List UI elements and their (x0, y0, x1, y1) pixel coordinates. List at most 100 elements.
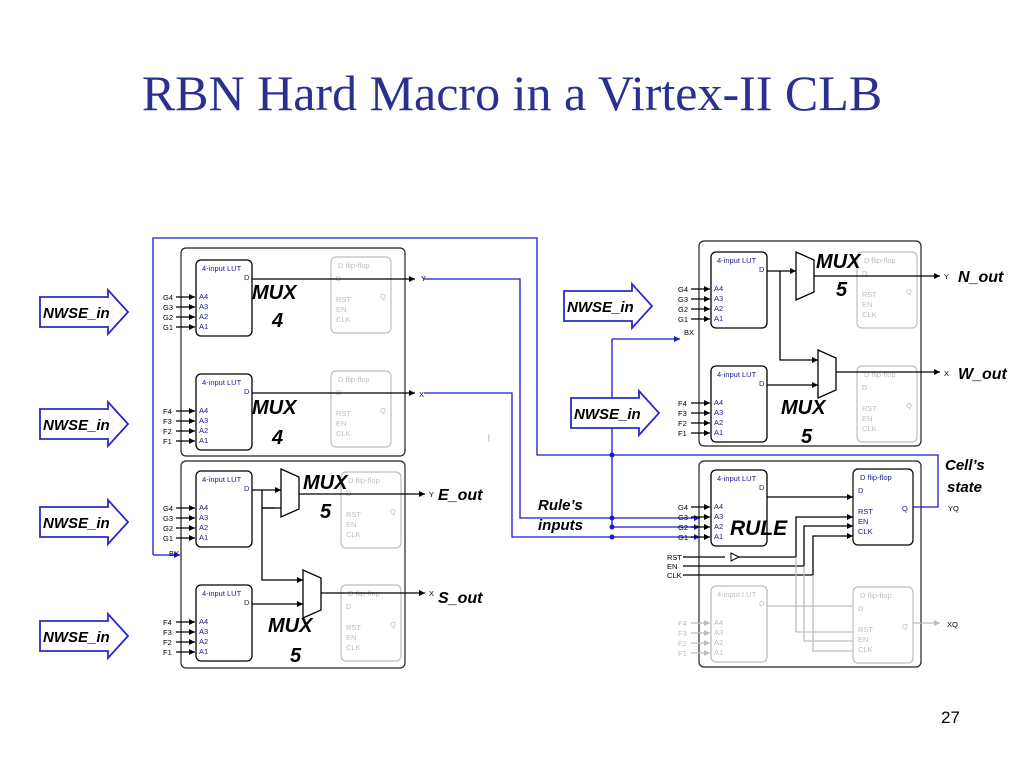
ff-rule-rst-pin: RST (858, 507, 873, 516)
wire-w-in-arrowhead (812, 382, 818, 388)
wire-s-in-arrowhead (297, 601, 303, 607)
lut-lower-g-pin-a1: A1 (199, 533, 208, 542)
rules-inputs-label-1: Rule’s (538, 497, 583, 514)
mux5-n (795, 250, 815, 302)
mux5-e (280, 467, 300, 519)
lut-rule-input-label-g3: G3 (678, 513, 688, 522)
lut-upper-f-input-arrowhead-f3 (189, 418, 195, 424)
lut-right-g-pin-a4: A4 (714, 284, 723, 293)
rule-label: RULE (730, 517, 788, 540)
lut-right-f-input-arrowhead-f2 (704, 420, 710, 426)
lut-right-g-title: 4-input LUT (717, 256, 757, 265)
ff-right-faded-q-pin: Q (902, 622, 908, 631)
mux5-e-label: MUX (303, 472, 349, 494)
lut-rule-pin-a4: A4 (714, 502, 723, 511)
lut-upper-f-input-arrowhead-f2 (189, 428, 195, 434)
lut-right-faded-d-pin: D (759, 599, 765, 608)
lut-right-g-pin-a1: A1 (714, 314, 723, 323)
label-w-x: X (944, 369, 949, 378)
ff-lower-2-clk-pin: CLK (346, 643, 361, 652)
lut-rule-input-label-g4: G4 (678, 503, 688, 512)
lut-rule-d-pin: D (759, 483, 765, 492)
blue-cell-state-loop (612, 454, 939, 508)
lut-upper-f-pin-a4: A4 (199, 406, 208, 415)
ff-right-2-d-pin: D (862, 383, 868, 392)
ff-upper-2-en-pin: EN (336, 419, 346, 428)
ff-right-faded-rst-pin: RST (858, 625, 873, 634)
ff-right-faded-title: D flip-flop (860, 591, 892, 600)
ff-right-faded-clk-pin: CLK (858, 645, 873, 654)
page-number: 27 (941, 708, 960, 727)
blue-bx-right-arrowhead (674, 336, 680, 342)
lut-right-faded-input-arrowhead-f4 (704, 620, 710, 626)
lut-right-f-input-arrowhead-f3 (704, 410, 710, 416)
ff-lower-1-q-pin: Q (390, 507, 396, 516)
lut-right-faded-box (710, 585, 768, 663)
arrowhead-ff-clk (847, 533, 853, 539)
lut-upper-g-pin-a4: A4 (199, 292, 208, 301)
lut-lower-g-input-label-g1: G1 (163, 534, 173, 543)
ff-right-2-clk-pin: CLK (862, 424, 877, 433)
mux5-s-num: 5 (290, 645, 302, 667)
lut-lower-f-pin-a3: A3 (199, 627, 208, 636)
wire-mux5s-cross-arrowhead (297, 577, 303, 583)
lut-right-f-input-arrowhead-f1 (704, 430, 710, 436)
ff-right-faded-box (852, 586, 914, 664)
blue-junction-1 (609, 452, 615, 458)
nwse-arrow-4 (39, 611, 130, 661)
lut-rule-input-label-g2: G2 (678, 523, 688, 532)
lut-right-faded-input-label-f2: F2 (678, 639, 687, 648)
cells-state-label-1: Cell’s (945, 457, 985, 474)
ff-upper-2-rst-pin: RST (336, 409, 351, 418)
lut-right-f-input-label-f1: F1 (678, 429, 687, 438)
left-upper-slice (180, 247, 406, 457)
ff-lower-2-box (340, 584, 402, 662)
lut-lower-g-input-arrowhead-g4 (189, 505, 195, 511)
lut-lower-g-title: 4-input LUT (202, 475, 242, 484)
blue-junction-3 (609, 524, 615, 530)
lut-upper-g-input-label-g3: G3 (163, 303, 173, 312)
blue-rule-input-1 (424, 278, 700, 519)
lut-right-g-input-label-g4: G4 (678, 285, 688, 294)
lut-right-faded-pin-a4: A4 (714, 618, 723, 627)
lut-lower-f-box (195, 584, 253, 662)
ff-lower-2-en-pin: EN (346, 633, 356, 642)
lut-lower-g-input-arrowhead-g1 (189, 535, 195, 541)
lut-lower-f-input-label-f2: F2 (163, 638, 172, 647)
lut-right-faded-pin-a1: A1 (714, 648, 723, 657)
ff-rule-box (852, 468, 914, 546)
wire-mux5w-cross-arrowhead (812, 357, 818, 363)
blue-bx-right-vertical (611, 339, 700, 528)
ff-lower-1-title: D flip-flop (348, 476, 380, 485)
lut-right-f-pin-a1: A1 (714, 428, 723, 437)
nwse-arrow-2 (39, 399, 130, 449)
lut-right-g-pin-a3: A3 (714, 294, 723, 303)
ff-right-faded-en-pin: EN (858, 635, 868, 644)
lut-right-g-input-arrowhead-g3 (704, 296, 710, 302)
lut-upper-f-input-label-f3: F3 (163, 417, 172, 426)
lut-upper-g-d-pin: D (244, 273, 250, 282)
label-bx-right: BX (684, 328, 694, 337)
faded-rst-wire (795, 557, 853, 633)
lut-lower-f-title: 4-input LUT (202, 589, 242, 598)
lut-right-g-input-arrowhead-g2 (704, 306, 710, 312)
wire-ff-clk (725, 535, 853, 576)
wire-n-in-arrowhead (790, 268, 796, 274)
mux4-upper-label: MUX (252, 282, 298, 304)
lut-upper-f-pin-a2: A2 (199, 426, 208, 435)
lut-upper-f-input-arrowhead-f4 (189, 408, 195, 414)
mux5-n-num: 5 (836, 279, 848, 301)
lut-lower-f-input-label-f1: F1 (163, 648, 172, 657)
lut-lower-g-input-arrowhead-g2 (189, 525, 195, 531)
nwse-arrow-5-label: NWSE_in (567, 299, 634, 316)
mux5-w-num: 5 (801, 426, 813, 448)
n-out-label: N_out (958, 269, 1004, 286)
ff-upper-1-q-pin: Q (380, 292, 386, 301)
label-s-x: X (429, 589, 434, 598)
faded-clk-wire (812, 575, 853, 652)
label-upper-y: Y (421, 274, 426, 283)
ff-rule-en-pin: EN (858, 517, 868, 526)
lut-lower-g-pin-a4: A4 (199, 503, 208, 512)
mux4-lower-num: 4 (271, 427, 283, 449)
lut-lower-g-d-pin: D (244, 484, 250, 493)
